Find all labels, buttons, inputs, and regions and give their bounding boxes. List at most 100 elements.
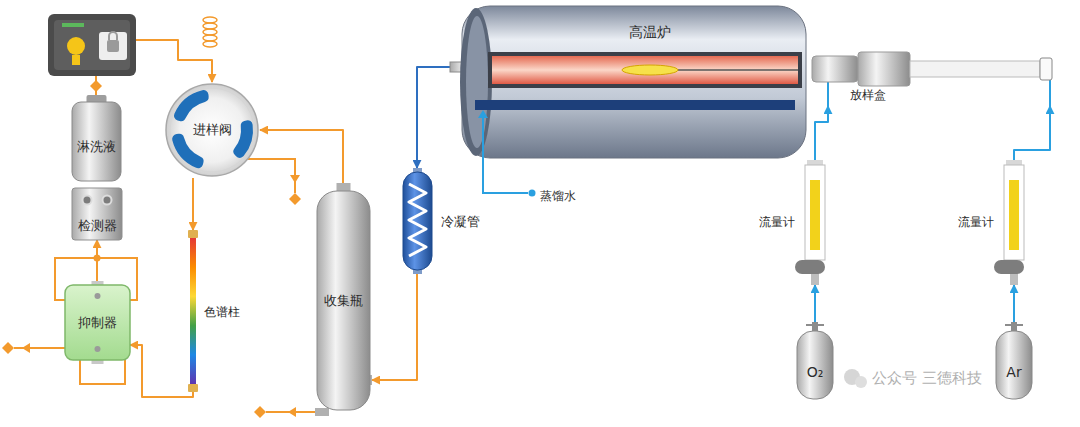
flow-connector [372, 274, 417, 380]
node-label: 进样阀 [193, 122, 232, 138]
node-label: 流量计 [759, 215, 795, 229]
sample-box-node: 放样盒 [812, 48, 1052, 106]
detector-port [103, 196, 112, 205]
node-label: 色谱柱 [204, 305, 240, 319]
pump-lock [109, 32, 117, 40]
column-fitting [188, 384, 198, 392]
suppressor-screw [95, 293, 101, 299]
suppressor-screw [95, 346, 101, 352]
node-label: O₂ [807, 364, 824, 381]
quartz-tube [910, 61, 1040, 77]
flow-connector [96, 240, 98, 285]
flowmeter-knob [994, 260, 1024, 274]
waste-line [248, 159, 295, 193]
furnace-end [460, 8, 492, 156]
column-node: 色谱柱 [186, 230, 246, 392]
tube-end-cap [1040, 58, 1052, 80]
injection-valve: 进样阀 [164, 82, 260, 178]
mixing-coil [203, 17, 217, 23]
flowmeter-tube [1004, 165, 1024, 260]
valve-channel [233, 120, 253, 158]
collection-bottle [317, 191, 370, 410]
cylinder-handle [806, 324, 824, 326]
node-label: 冷凝管 [441, 214, 480, 230]
suppressor-box: 抑制器 [65, 285, 130, 360]
eluent-bottle: 淋洗液 [70, 95, 123, 182]
pump-valve [67, 37, 85, 55]
node-label: Ar [1006, 364, 1021, 381]
flowmeter-float [1009, 180, 1019, 250]
condenser-node: 冷凝管 [398, 168, 482, 274]
mixing-coil [203, 29, 217, 35]
node-label: 抑制器 [78, 315, 117, 331]
water-line [482, 116, 484, 160]
node-label: 淋洗液 [77, 139, 116, 155]
pump-valve [72, 55, 80, 65]
cooling-jacket [475, 100, 795, 110]
mixing-coil [203, 41, 217, 47]
waste-outlet [2, 342, 14, 354]
sample-box-rod [858, 52, 910, 86]
flow-arrow [288, 407, 296, 417]
furnace-tube-housing [488, 52, 802, 88]
valve-rim [170, 88, 254, 172]
push-rod [678, 69, 798, 71]
detector-body [72, 188, 122, 240]
inlet-label-anchor: 蒸馏水 [540, 185, 576, 204]
pump-head [99, 32, 127, 60]
sample-box-coupling [812, 56, 858, 82]
node-shape [70, 95, 123, 182]
flow-arrow [478, 110, 488, 118]
gas-cylinder [797, 331, 833, 399]
mixing-coil [203, 35, 217, 41]
watermark-icon [855, 376, 867, 388]
node-label: 流量计 [958, 215, 994, 229]
drain-outlet [254, 406, 266, 418]
flowmeter-knob [795, 260, 825, 274]
furnace-shell [462, 6, 806, 158]
furnace-hot-tube [492, 56, 798, 84]
flow-connector [815, 106, 828, 160]
node-shape [992, 322, 1036, 400]
inlet-fitting [90, 80, 102, 92]
node-label: 检测器 [78, 218, 117, 234]
pump-indicator [62, 23, 84, 27]
gas-cylinder-node: Ar [992, 322, 1036, 400]
pump-housing [48, 14, 136, 76]
condenser-body [403, 172, 432, 270]
mixing-coil [203, 23, 217, 29]
flowmeter-node: 流量计 [755, 160, 835, 285]
furnace-end-rim [466, 16, 488, 148]
gas-cylinder [996, 331, 1032, 399]
flow-connector [1014, 106, 1050, 160]
node-shape [793, 322, 837, 400]
watermark: 公众号 [872, 369, 917, 387]
valve-body [166, 84, 258, 176]
furnace-node: 高温炉 [450, 4, 810, 160]
node-shape [812, 48, 1052, 106]
flow-arrow [290, 175, 300, 183]
waste-outlet [289, 193, 301, 205]
sample-boat [622, 65, 678, 75]
flow-connector [260, 130, 343, 183]
flowmeter-node: 流量计 [954, 160, 1034, 285]
flow-connector [130, 345, 193, 397]
flowmeter-tube [805, 165, 825, 260]
condenser-coil [409, 184, 426, 256]
watermark-anchor: 三德科技 [922, 368, 982, 387]
pump-panel [54, 20, 130, 70]
water-line [483, 160, 528, 193]
inlet-label: 蒸馏水 [540, 189, 576, 203]
flow-connector [417, 67, 450, 168]
flow-connector [814, 285, 816, 322]
bottle-outlet [315, 408, 329, 416]
column-fitting [188, 230, 198, 238]
gas-line [827, 82, 829, 106]
watermark-anchor: 公众号 [872, 368, 917, 387]
gas-line [1049, 80, 1051, 106]
pump-lock [107, 40, 119, 52]
valve-channel [174, 90, 209, 121]
node-label: 放样盒 [850, 88, 886, 102]
chromatography-column [190, 238, 196, 384]
